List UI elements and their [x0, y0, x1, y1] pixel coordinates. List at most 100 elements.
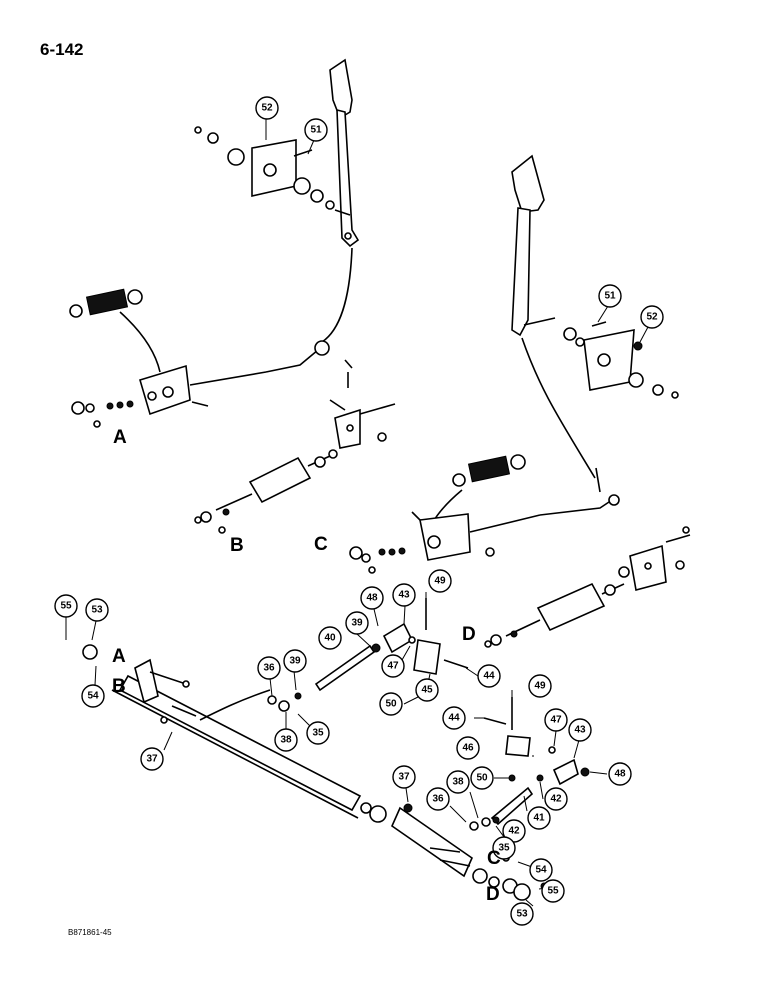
- svg-text:43: 43: [574, 725, 586, 736]
- lower-linkage: [403, 697, 590, 901]
- callout-43a: 43: [392, 583, 416, 607]
- svg-text:36: 36: [263, 663, 275, 674]
- callout-39b: 39: [283, 649, 307, 673]
- right-control-lever: [511, 154, 556, 337]
- right-spring: [432, 454, 526, 523]
- callout-38a: 38: [274, 728, 298, 752]
- callout-55a: 55: [54, 594, 78, 618]
- svg-text:39: 39: [289, 656, 301, 667]
- svg-text:48: 48: [366, 593, 378, 604]
- svg-text:45: 45: [421, 685, 433, 696]
- callout-52a: 52: [255, 96, 279, 120]
- svg-text:55: 55: [60, 601, 72, 612]
- letter-d-bottom: D: [486, 884, 500, 905]
- callout-54b: 54: [529, 858, 553, 882]
- callout-51b: 51: [598, 284, 622, 308]
- callout-50b: 50: [470, 766, 494, 790]
- callout-44b: 44: [442, 706, 466, 730]
- left-spring: [69, 288, 161, 373]
- svg-text:52: 52: [646, 312, 658, 323]
- svg-text:55: 55: [547, 886, 559, 897]
- callout-47b: 47: [544, 708, 568, 732]
- svg-text:46: 46: [462, 743, 474, 754]
- svg-text:44: 44: [483, 671, 495, 682]
- svg-text:44: 44: [448, 713, 460, 724]
- svg-text:49: 49: [534, 681, 546, 692]
- callout-45: 45: [415, 678, 439, 702]
- letter-c-bottom: C: [487, 848, 501, 869]
- callout-36b: 36: [426, 787, 450, 811]
- svg-text:37: 37: [398, 772, 410, 783]
- callout-35a: 35: [306, 721, 330, 745]
- svg-text:42: 42: [508, 826, 520, 837]
- left-actuator: [194, 399, 396, 534]
- callout-49b: 49: [528, 674, 552, 698]
- callout-35b: 35: [492, 836, 516, 860]
- callout-48b: 48: [608, 762, 632, 786]
- svg-text:42: 42: [550, 794, 562, 805]
- callout-49a: 49: [428, 569, 452, 593]
- svg-text:37: 37: [146, 754, 158, 765]
- right-cable-upper: [521, 337, 596, 479]
- svg-text:54: 54: [87, 691, 99, 702]
- callout-53b: 53: [510, 902, 534, 926]
- callout-55b: 55: [541, 879, 565, 903]
- svg-text:38: 38: [280, 735, 292, 746]
- svg-text:51: 51: [604, 291, 616, 302]
- svg-text:43: 43: [398, 590, 410, 601]
- callout-37b: 37: [392, 765, 416, 789]
- callout-53a: 53: [85, 598, 109, 622]
- svg-text:47: 47: [550, 715, 562, 726]
- callout-36a: 36: [257, 656, 281, 680]
- right-actuator: [484, 526, 691, 648]
- callout-48a: 48: [360, 586, 384, 610]
- callout-43b: 43: [568, 718, 592, 742]
- letter-markers: A B C D A B C D: [112, 427, 501, 905]
- callout-38b: 38: [446, 770, 470, 794]
- callout-47a: 47: [381, 654, 405, 678]
- callout-41: 41: [527, 806, 551, 830]
- svg-text:35: 35: [312, 728, 324, 739]
- callouts: 52 51 51 52 55 53 54 48 43 49 40 39 47 4…: [54, 96, 664, 926]
- callout-37a: 37: [140, 747, 164, 771]
- right-lever-bracket: [563, 321, 679, 399]
- left-control-lever: [329, 58, 360, 248]
- svg-text:35: 35: [498, 843, 510, 854]
- svg-text:39: 39: [351, 618, 363, 629]
- svg-text:47: 47: [387, 661, 399, 672]
- letter-a-bottom: A: [112, 646, 126, 667]
- svg-text:49: 49: [434, 576, 446, 587]
- left-lever-bracket: [194, 126, 351, 216]
- svg-text:38: 38: [452, 777, 464, 788]
- letter-a-top: A: [113, 427, 127, 448]
- callout-40: 40: [318, 626, 342, 650]
- svg-text:36: 36: [432, 794, 444, 805]
- svg-text:53: 53: [91, 605, 103, 616]
- letter-c-top: C: [314, 534, 328, 555]
- callout-52b: 52: [640, 305, 664, 329]
- cross-shaft: [82, 644, 518, 894]
- svg-text:48: 48: [614, 769, 626, 780]
- svg-text:41: 41: [533, 813, 545, 824]
- svg-text:50: 50: [385, 699, 397, 710]
- callout-44a: 44: [477, 664, 501, 688]
- letter-b-bottom: B: [112, 676, 126, 697]
- callout-51a: 51: [304, 118, 328, 142]
- callout-39a: 39: [345, 611, 369, 635]
- figure-id: B871861-45: [68, 928, 112, 937]
- callout-50a: 50: [379, 692, 403, 716]
- left-cable-upper: [321, 247, 353, 343]
- right-pedal-bracket: [349, 467, 620, 574]
- svg-text:51: 51: [310, 125, 322, 136]
- svg-text:53: 53: [516, 909, 528, 920]
- callout-54a: 54: [81, 684, 105, 708]
- letter-d-top: D: [462, 624, 476, 645]
- svg-text:52: 52: [261, 103, 273, 114]
- callout-42a: 42: [544, 787, 568, 811]
- svg-text:50: 50: [476, 773, 488, 784]
- svg-text:54: 54: [535, 865, 547, 876]
- callout-46: 46: [456, 736, 480, 760]
- svg-text:40: 40: [324, 633, 336, 644]
- left-pedal-bracket: [71, 340, 353, 428]
